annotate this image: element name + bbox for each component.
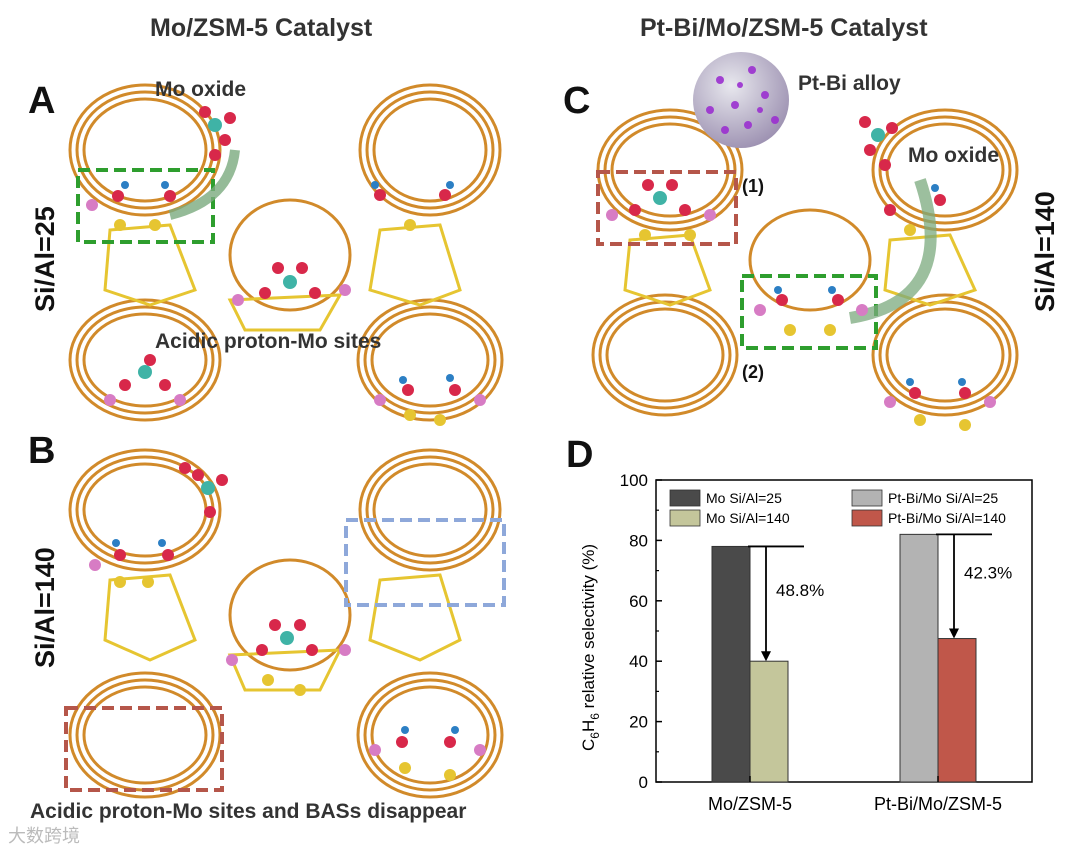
- title-mo-zsm5: Mo/ZSM-5 Catalyst: [150, 14, 373, 42]
- annotation-percent: 42.3%: [964, 563, 1012, 582]
- y-axis-label: C6H6 relative selectivity (%): [579, 544, 602, 751]
- y-axis-label-part: 6: [588, 713, 602, 720]
- pt-bi-alloy-sphere: [693, 52, 789, 148]
- legend-label: Pt-Bi/Mo Si/Al=140: [888, 510, 1006, 526]
- annotation-arrow-head: [949, 628, 959, 639]
- title-ptbi-mo-zsm5: Pt-Bi/Mo/ZSM-5 Catalyst: [640, 14, 928, 42]
- bar-pt-bi-mo-si-al-25: [899, 533, 939, 783]
- panel-a-structure: [68, 83, 504, 422]
- panel-letter-a: A: [28, 80, 56, 122]
- y-tick-label: 80: [629, 531, 648, 550]
- bar-pt-bi-mo-si-al-140: [937, 638, 977, 783]
- annotation-percent: 48.8%: [776, 581, 824, 600]
- panel-b-atoms: [89, 462, 486, 781]
- y-axis-label-part: H: [579, 720, 598, 732]
- annotation-arrow-head: [761, 651, 771, 662]
- bar-mo-si-al-25: [711, 545, 751, 783]
- y-tick-label: 60: [629, 592, 648, 611]
- acidic-sites-label-a: Acidic proton-Mo sites: [155, 330, 382, 353]
- mo-oxide-label-c: Mo oxide: [908, 144, 1000, 167]
- panel-letter-c: C: [563, 80, 591, 122]
- site-2-label: (2): [742, 362, 764, 382]
- x-tick-label: Pt-Bi/Mo/ZSM-5: [874, 794, 1002, 814]
- legend-label: Pt-Bi/Mo Si/Al=25: [888, 490, 998, 506]
- panel-a-atoms: [86, 106, 486, 426]
- bas-disappear-label-b: Acidic proton-Mo sites and BASs disappea…: [30, 800, 467, 823]
- y-tick-label: 0: [639, 773, 648, 792]
- legend-swatch: [669, 489, 701, 507]
- y-tick-label: 100: [620, 471, 648, 490]
- bar-mo-si-al-140: [749, 660, 789, 783]
- legend-label: Mo Si/Al=25: [706, 490, 782, 506]
- legend-swatch: [851, 489, 883, 507]
- panel-letter-b: B: [28, 430, 56, 472]
- legend-swatch: [669, 509, 701, 527]
- watermark: 大数跨境: [8, 826, 80, 846]
- y-axis-label-part: relative selectivity (%): [579, 544, 598, 713]
- y-axis-label-part: 6: [588, 732, 602, 739]
- mo-oxide-label-a: Mo oxide: [155, 78, 247, 101]
- panel-b-structure: [68, 448, 504, 799]
- panel-c-atoms: [606, 116, 996, 431]
- x-tick-label: Mo/ZSM-5: [708, 794, 792, 814]
- y-axis-label-part: C: [579, 739, 598, 751]
- legend-label: Mo Si/Al=140: [706, 510, 790, 526]
- panel-letter-d: D: [566, 434, 594, 476]
- legend-swatch: [851, 509, 883, 527]
- y-tick-label: 40: [629, 652, 648, 671]
- pt-bi-alloy-label: Pt-Bi alloy: [798, 72, 901, 95]
- y-tick-label: 20: [629, 713, 648, 732]
- site-1-label: (1): [742, 176, 764, 196]
